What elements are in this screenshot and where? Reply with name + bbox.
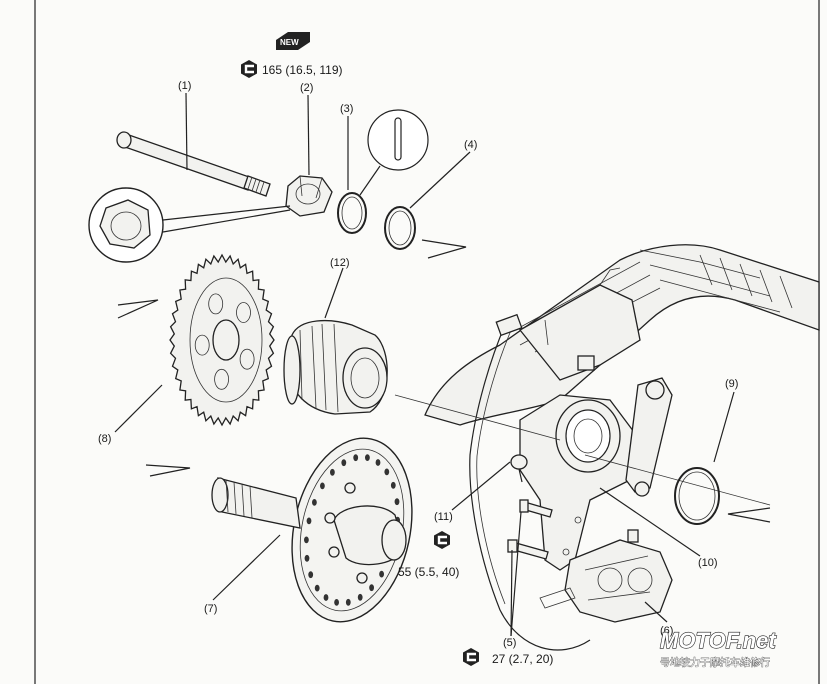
callout-10: (10)	[698, 557, 718, 569]
rear-sprocket	[169, 253, 275, 427]
disc-vent-hole	[308, 571, 314, 579]
disc-vent-hole	[312, 499, 317, 506]
callout-5: (5)	[503, 637, 516, 649]
o-ring-3	[337, 192, 367, 234]
sprocket-lightening-hole	[194, 334, 210, 356]
callout-6: (6)	[660, 625, 673, 637]
callout-7: (7)	[204, 603, 217, 615]
disc-vent-hole	[334, 599, 339, 606]
disc-vent-hole	[314, 584, 320, 592]
sprocket-bore	[212, 319, 240, 361]
disc-vent-hole	[330, 468, 335, 476]
watermark-tagline: 号地较力于摩托车维修行	[660, 656, 770, 669]
disc-vent-hole	[394, 498, 400, 506]
axle-nut-2	[285, 175, 333, 217]
disc-vent-hole	[341, 459, 347, 467]
callout-9: (9)	[725, 378, 738, 390]
disc-vent-hole	[379, 570, 384, 578]
torque-wrench-icon	[463, 648, 479, 666]
brake-hose	[469, 324, 591, 651]
disc-vent-hole	[306, 517, 312, 525]
torque-spec-caliper-bolts: 27 (2.7, 20)	[492, 652, 553, 666]
sprocket-lightening-hole	[236, 302, 251, 323]
rear-hub-7	[211, 477, 407, 584]
disc-vent-hole	[345, 598, 351, 606]
disc-vent-hole	[323, 594, 329, 601]
callout-2: (2)	[300, 82, 313, 94]
callout-12: (12)	[330, 257, 350, 269]
disc-vent-hole	[353, 454, 359, 462]
swingarm	[424, 244, 820, 426]
washer-4	[384, 206, 416, 250]
sprocket-lightening-hole	[239, 348, 255, 370]
callout-8: (8)	[98, 433, 111, 445]
axle-centerline	[584, 454, 771, 506]
caliper-bracket	[519, 394, 641, 571]
o-ring-section-detail	[359, 109, 429, 196]
leader-lines	[114, 92, 735, 637]
sprocket-lightening-hole	[208, 293, 224, 315]
torque-wrench-icon	[241, 60, 257, 78]
torque-wrench-icon	[434, 531, 450, 549]
torque-spec-axle-nut: 165 (16.5, 119)	[262, 63, 343, 77]
disc-vent-hole	[384, 468, 390, 476]
callout-11: (11)	[434, 511, 453, 523]
spacer-9	[674, 467, 720, 525]
disc-vent-hole	[390, 481, 396, 489]
sprocket-carrier-12	[283, 320, 388, 415]
torque-rod	[625, 377, 673, 497]
watermark-brand: MOTOF.net	[660, 628, 777, 653]
sprocket-web	[189, 277, 263, 403]
assembly-arrows	[117, 239, 771, 523]
axle-1	[116, 131, 271, 197]
disc-vent-hole	[375, 459, 381, 466]
disc-vent-hole	[369, 584, 374, 592]
disc-vent-hole	[365, 454, 370, 461]
new-part-icon: NEW	[276, 32, 310, 50]
brake-caliper	[539, 529, 673, 623]
disc-vent-hole	[304, 536, 309, 544]
disc-vent-hole	[357, 593, 363, 601]
new-badge-text: NEW	[280, 38, 299, 47]
nut-detail-circle	[88, 187, 291, 263]
callout-3: (3)	[340, 103, 353, 115]
callout-1: (1)	[178, 80, 191, 92]
disc-vent-hole	[320, 482, 325, 490]
callout-4: (4)	[464, 139, 477, 151]
sprocket-lightening-hole	[214, 368, 230, 390]
disc-vent-hole	[304, 554, 310, 562]
bleeder-valve	[510, 454, 528, 483]
torque-spec-hub-bolts: 55 (5.5, 40)	[398, 565, 459, 579]
